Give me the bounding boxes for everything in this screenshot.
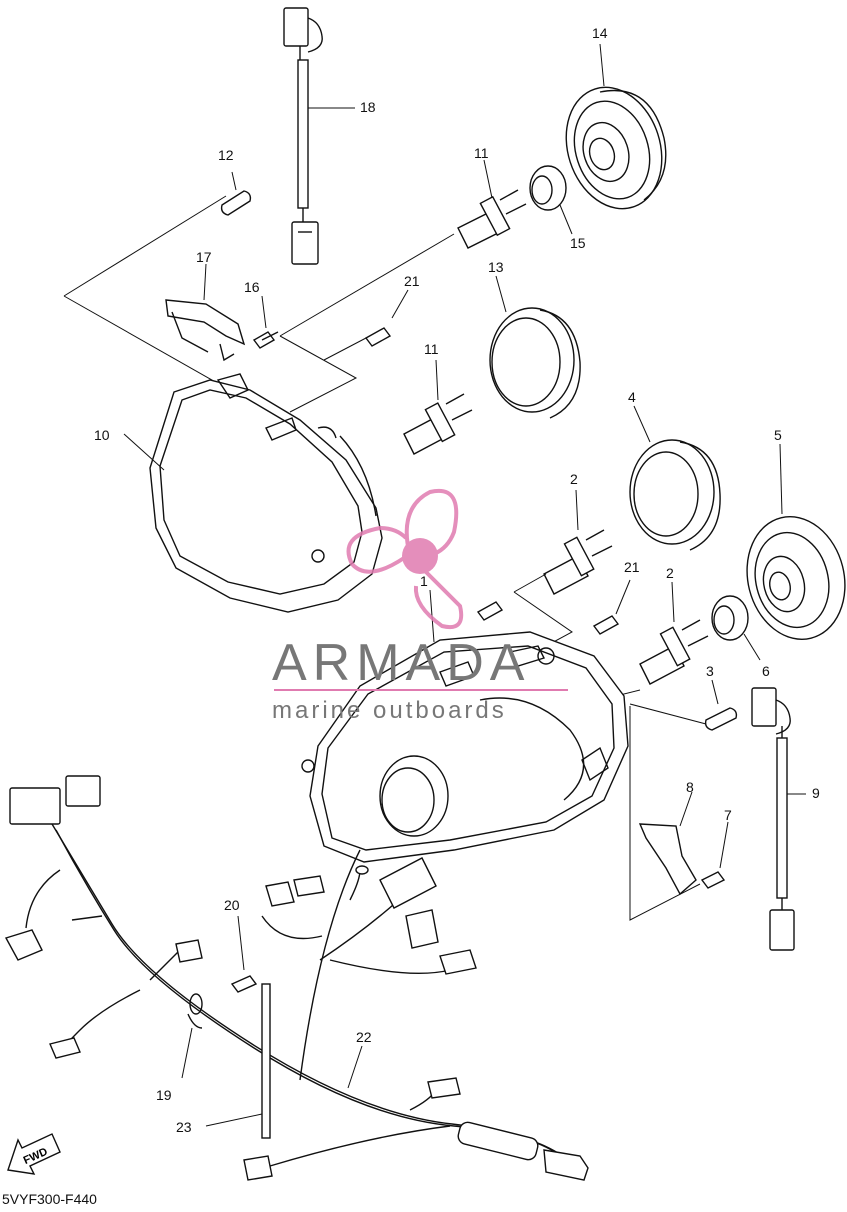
- screw-21-lower: [476, 579, 631, 635]
- callout-12: 12: [218, 147, 234, 163]
- bulb-2-upper: [543, 489, 613, 595]
- wire-harness-22: [4, 775, 589, 1181]
- cable-tie-23: [205, 983, 271, 1139]
- fwd-arrow-icon: [7, 1133, 61, 1175]
- callout-23: 23: [176, 1119, 192, 1135]
- watermark-brand: ARMADA: [272, 634, 530, 692]
- watermark-tagline: marine outboards: [272, 697, 507, 724]
- collar-6: [711, 595, 761, 661]
- callout-7: 7: [724, 807, 732, 823]
- collar-15: [529, 165, 573, 235]
- callout-22: 22: [356, 1029, 372, 1045]
- leader-lines-right: [629, 706, 701, 921]
- callout-13: 13: [488, 259, 504, 275]
- text-layer: ARMADA marine outboards FWD 5VYF300-F440: [2, 634, 568, 1207]
- screw-16: [252, 295, 279, 349]
- callout-20: 20: [224, 897, 240, 913]
- callout-1: 1: [420, 573, 428, 589]
- trim-ring-4: [629, 405, 721, 551]
- bulb-11-upper: [457, 159, 527, 249]
- callout-19: 19: [156, 1087, 172, 1103]
- screw-21-upper: [364, 289, 409, 347]
- callout-2: 2: [666, 565, 674, 581]
- callout-5: 5: [774, 427, 782, 443]
- armada-watermark-logo: [346, 488, 464, 629]
- callout-15: 15: [570, 235, 586, 251]
- headlight-housing-1: [301, 589, 629, 863]
- callout-17: 17: [196, 249, 212, 265]
- bulb-11-lower: [403, 359, 473, 455]
- trim-ring-13: [489, 275, 581, 419]
- drawing-code: 5VYF300-F440: [2, 1191, 97, 1207]
- bracket-17: [165, 263, 246, 362]
- leader-lines-upper: [63, 195, 455, 413]
- socket-lead-18: [283, 7, 355, 265]
- socket-lead-9: [751, 687, 806, 951]
- propeller-icon: [346, 488, 464, 629]
- bracket-8: [638, 791, 697, 896]
- callout-3: 3: [706, 663, 714, 679]
- callout-16: 16: [244, 279, 260, 295]
- callout-14: 14: [592, 25, 608, 41]
- callout-10: 10: [94, 427, 110, 443]
- callout-21: 21: [624, 559, 640, 575]
- screw-20: [230, 915, 258, 993]
- bulb-12: [220, 171, 252, 216]
- clamp-19: [181, 993, 203, 1079]
- callout-2: 2: [570, 471, 578, 487]
- bulb-3: [704, 679, 738, 731]
- callout-18: 18: [360, 99, 376, 115]
- callout-21: 21: [404, 273, 420, 289]
- callout-8: 8: [686, 779, 694, 795]
- callout-11: 11: [474, 145, 489, 161]
- callout-9: 9: [812, 785, 820, 801]
- reflector-5: [746, 443, 846, 640]
- callout-11: 11: [424, 341, 439, 357]
- screw-7: [700, 821, 729, 889]
- bulb-2-lower: [639, 581, 709, 685]
- callout-4: 4: [628, 389, 636, 405]
- callout-6: 6: [762, 663, 770, 679]
- reflector-14: [565, 43, 667, 210]
- headlight-housing-10: [123, 373, 383, 613]
